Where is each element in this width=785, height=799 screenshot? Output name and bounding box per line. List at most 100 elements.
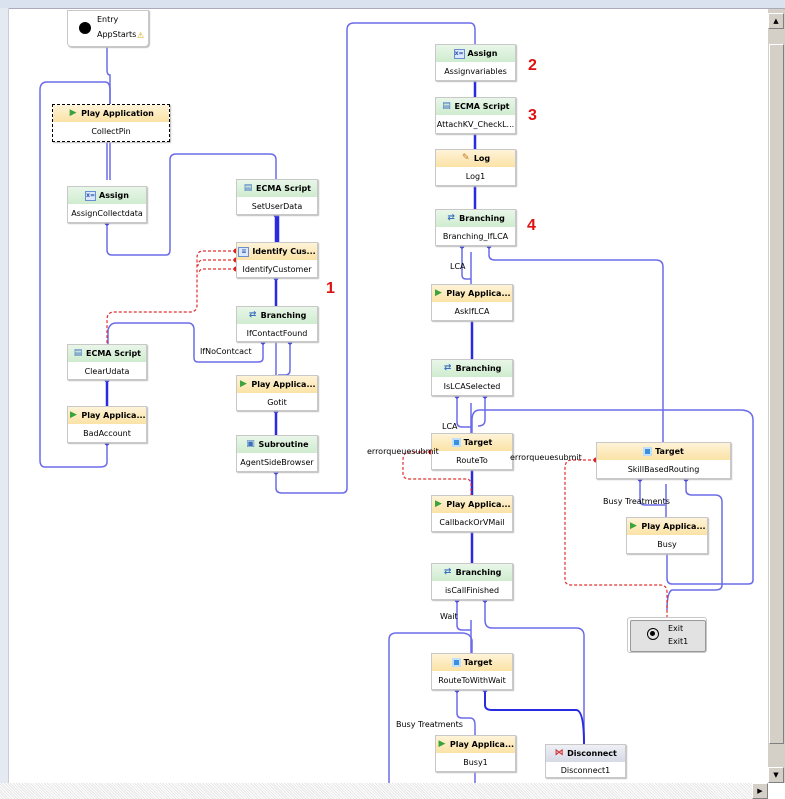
node-name: SkillBasedRouting <box>627 465 700 474</box>
assign-icon: x= <box>85 190 97 201</box>
play-icon: ▶ <box>629 521 637 531</box>
edge-label: IfNoContcact <box>200 347 252 356</box>
node-name: Log1 <box>465 172 486 181</box>
node-type: Play Applica... <box>446 289 511 298</box>
node-type: Play Applica... <box>251 380 316 389</box>
edge-label: Busy Treatments <box>396 720 463 729</box>
edge-label: Busy Treatments <box>603 497 670 506</box>
node-askiflca[interactable]: ▶ Play Applica... AskIfLCA <box>431 284 513 321</box>
target-icon <box>451 658 461 667</box>
node-name: Assignvariables <box>444 67 507 76</box>
node-type: Target <box>463 658 493 667</box>
scroll-right-button[interactable]: ▶ <box>752 783 768 799</box>
node-busy1[interactable]: ▶Play Applica...Busy1 <box>435 735 516 772</box>
play-icon: ▶ <box>434 499 442 509</box>
annotation-2: 2 <box>528 57 537 74</box>
branching-icon: ⇄ <box>443 363 452 373</box>
node-type: Play Application <box>81 109 154 118</box>
entry-dot-icon <box>79 22 91 34</box>
node-type: Assign <box>467 49 498 58</box>
node-name: AppStarts <box>97 30 137 39</box>
node-type: Disconnect <box>567 749 617 758</box>
error-connectors <box>106 250 668 617</box>
node-name: Branching_IfLCA <box>442 232 509 241</box>
node-gotit[interactable]: ▶Play Applica...Gotit <box>236 375 318 411</box>
node-name: Busy1 <box>463 758 488 767</box>
node-name: RouteTo <box>456 456 488 465</box>
edge-label: errorqueuesubmit <box>367 447 439 456</box>
node-name: isCallFinished <box>444 586 500 595</box>
node-type: Assign <box>99 191 129 200</box>
horizontal-scrollbar[interactable]: ▶ <box>0 783 768 799</box>
node-name: BadAccount <box>83 429 131 438</box>
node-name: SetUserData <box>251 202 303 211</box>
flow-connectors <box>39 22 754 783</box>
scroll-up-button[interactable]: ▲ <box>768 13 784 29</box>
ports <box>104 41 689 693</box>
node-type: Log <box>473 154 491 163</box>
target-icon <box>643 447 653 456</box>
node-callbackorvmail[interactable]: ▶Play Applica...CallbackOrVMail <box>431 495 513 532</box>
edge-label: LCA <box>442 422 458 431</box>
node-type: Identify Cus... <box>252 247 316 256</box>
identify-icon: ≡ <box>238 246 250 257</box>
annotation-1: 1 <box>326 280 335 297</box>
node-type: Play Applica... <box>449 740 515 749</box>
disconnect-icon: ⋈ <box>554 748 564 758</box>
node-type: Subroutine <box>258 440 309 449</box>
annotation-4: 4 <box>527 217 536 234</box>
play-icon: ▶ <box>69 410 77 420</box>
node-badaccount[interactable]: ▶Play Applica...BadAccount <box>67 406 147 443</box>
node-name: Busy <box>657 540 677 549</box>
node-name: IfContactFound <box>246 329 308 338</box>
node-type: Branching <box>260 311 307 320</box>
play-icon: ▶ <box>434 288 442 298</box>
script-icon: ▤ <box>243 183 253 193</box>
pencil-icon: ✎ <box>462 153 470 163</box>
node-type: ECMA Script <box>255 184 311 193</box>
node-identifycustomer[interactable]: ≡Identify Cus...IdentifyCustomer <box>236 242 318 278</box>
branching-icon: ⇄ <box>443 567 452 577</box>
branching-icon: ⇄ <box>447 213 455 223</box>
script-icon: ▤ <box>442 101 451 111</box>
node-type: Branching <box>455 568 502 577</box>
node-name: AttachKV_CheckL... <box>436 120 515 129</box>
script-icon: ▤ <box>73 348 83 358</box>
scroll-down-button[interactable]: ▼ <box>768 767 784 783</box>
scroll-thumb[interactable] <box>769 44 784 744</box>
node-name: RouteToWithWait <box>438 676 506 685</box>
node-name: CollectPin <box>91 127 131 136</box>
node-iscallfinished[interactable]: ⇄Branching isCallFinished <box>431 563 513 600</box>
vertical-scrollbar[interactable]: ▲ ▼ <box>768 9 785 783</box>
node-type: Target <box>655 447 684 456</box>
node-type: Branching <box>455 364 502 373</box>
warning-icon: ⚠ <box>137 31 145 40</box>
node-name: AssignCollectdata <box>71 209 143 218</box>
exit-node[interactable]: Exit Exit1 <box>627 617 707 653</box>
node-name: AskIfLCA <box>454 307 490 316</box>
node-busy[interactable]: ▶Play Applica...Busy <box>626 517 708 554</box>
target-icon <box>451 438 461 447</box>
node-name: Exit1 <box>668 637 689 646</box>
entry-node[interactable]: Entry AppStarts ⚠ <box>67 10 149 47</box>
node-name: Disconnect1 <box>560 765 611 775</box>
node-type: Branching <box>459 214 505 223</box>
node-type: Play Applica... <box>446 500 511 509</box>
branching-icon: ⇄ <box>248 310 257 320</box>
